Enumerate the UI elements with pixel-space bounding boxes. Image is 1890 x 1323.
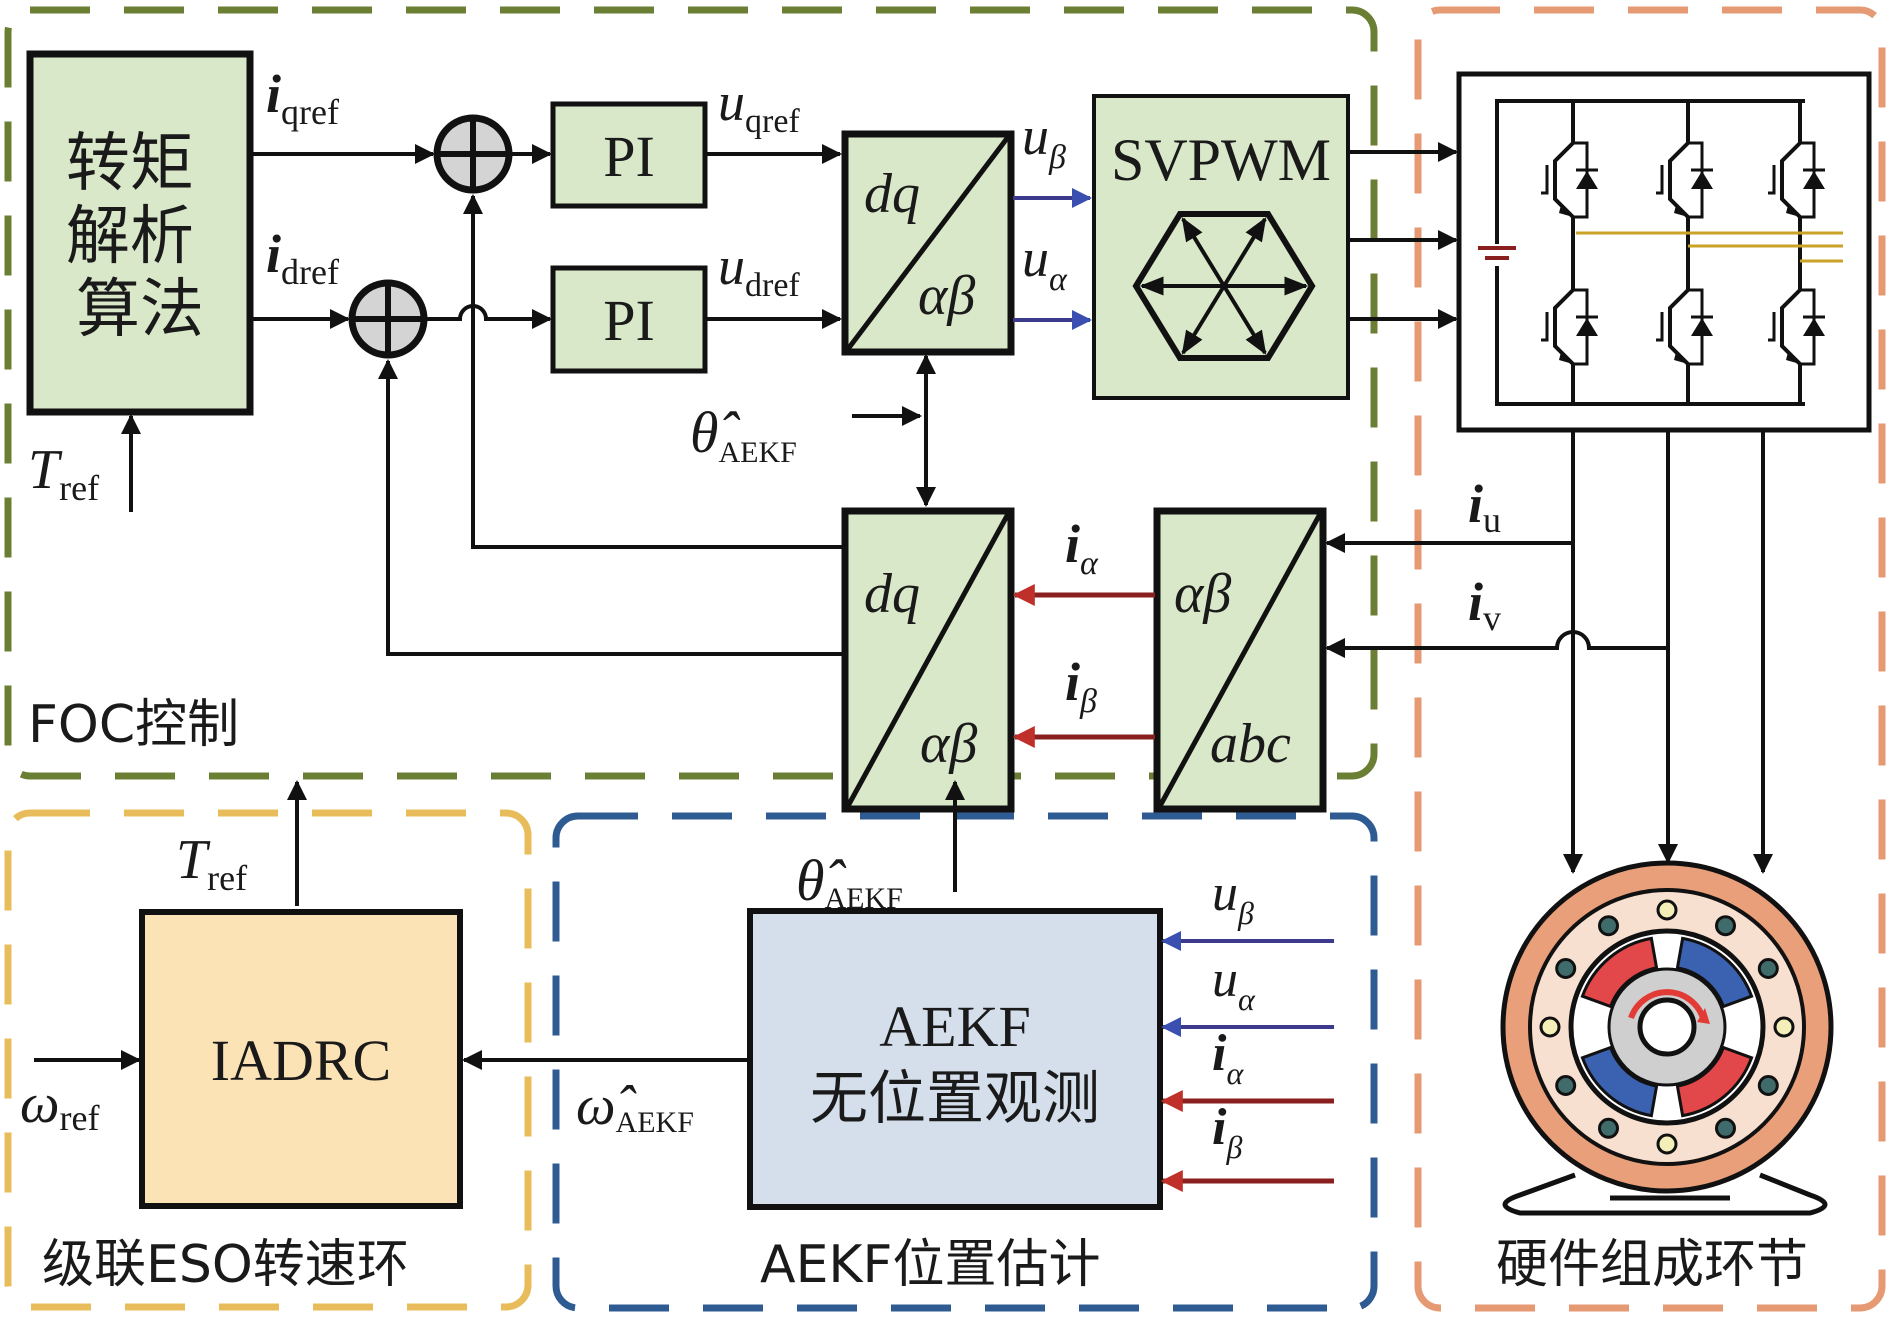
svg-text:PI: PI (603, 288, 655, 353)
svg-text:αβ: αβ (1174, 563, 1231, 625)
aekf-region-label: AEKF位置估计 (760, 1235, 1100, 1295)
speed-loop-region-border (4, 809, 532, 1311)
sum-junction-q-icon (433, 114, 513, 194)
iadrc-block[interactable]: IADRC (139, 909, 463, 1209)
svg-text:AEKF: AEKF (879, 994, 1030, 1059)
inverter-leg (1656, 101, 1713, 404)
aekf-i-beta-label: iβ (1212, 1099, 1242, 1165)
iq-feedback-wire (463, 194, 845, 549)
svg-text:IADRC: IADRC (211, 1028, 391, 1093)
theta-foc-label: θ̂AEKF (690, 400, 797, 469)
svg-text:dq: dq (864, 563, 920, 625)
iqref-label: iqref (266, 64, 339, 132)
sum-d-to-pi-wire (424, 304, 552, 329)
svg-text:abc: abc (1210, 713, 1291, 775)
hardware-region-label: 硬件组成环节 (1496, 1235, 1808, 1295)
torque-block-line-2: 解析 (66, 200, 194, 274)
stator-slot (1598, 1117, 1619, 1139)
aekf-region-border (552, 812, 1378, 1312)
park-block[interactable]: dq αβ (841, 507, 1015, 813)
aekf-u-beta-label: uβ (1212, 865, 1254, 931)
svg-text:PI: PI (603, 124, 655, 189)
stator-slot (1656, 899, 1678, 921)
id-feedback-wire (378, 359, 845, 656)
foc-region-label: FOC控制 (28, 695, 239, 755)
aekf-u-alpha-label: uα (1212, 951, 1256, 1017)
inverter-leg (1768, 101, 1825, 404)
igbt-switch-icon (1768, 288, 1825, 366)
pi-q-block[interactable]: PI (550, 101, 708, 209)
svg-text:αβ: αβ (920, 713, 977, 775)
udref-label: udref (718, 236, 800, 304)
hardware-region-border (1414, 6, 1886, 1312)
tref-speed-label: Tref (176, 829, 247, 898)
stator-slot (1656, 1133, 1678, 1155)
i-u-label: iu (1468, 474, 1501, 540)
svpwm-block[interactable]: SVPWM (1092, 94, 1350, 400)
foc-region-border (4, 6, 1378, 780)
u-beta-label: uβ (1022, 106, 1066, 176)
clarke-block[interactable]: αβ abc (1153, 507, 1327, 813)
torque-block-line-3: 算法 (76, 273, 204, 347)
igbt-switch-icon (1656, 288, 1713, 366)
igbt-inverter-icon (1456, 71, 1872, 433)
igbt-switch-icon (1541, 288, 1598, 366)
aekf-i-alpha-label: iα (1212, 1025, 1244, 1091)
idref-label: idref (266, 224, 339, 292)
rotor-pole (1580, 936, 1659, 1009)
torque-block-line-1: 转矩 (66, 127, 194, 201)
space-vector-hexagon-icon (1132, 211, 1316, 361)
svg-text:dq: dq (864, 163, 920, 225)
aekf-observer-block[interactable]: AEKF 无位置观测 (747, 908, 1163, 1210)
rotor-pole (1675, 1045, 1754, 1118)
torque-analysis-block[interactable]: 转矩 解析 算法 (26, 50, 254, 416)
stator-slot (1757, 1075, 1779, 1096)
stator-slot (1773, 1016, 1795, 1038)
stator-slot (1539, 1016, 1561, 1038)
stator-slot (1757, 958, 1779, 979)
speed-loop-region-label: 级联ESO转速环 (42, 1235, 409, 1295)
svg-text:αβ: αβ (918, 265, 975, 327)
rotor-pole (1580, 1045, 1659, 1118)
igbt-switch-icon (1541, 141, 1598, 219)
igbt-switch-icon (1768, 141, 1825, 219)
tref-foc-label: Tref (28, 439, 99, 508)
igbt-switch-icon (1656, 141, 1713, 219)
inverse-park-block[interactable]: dq αβ (841, 130, 1015, 356)
stator-slot (1555, 1075, 1577, 1096)
svg-text:无位置观测: 无位置观测 (810, 1064, 1100, 1132)
omega-ref-label: ωref (20, 1073, 100, 1138)
uqref-label: uqref (718, 72, 800, 140)
omega-hat-label: ω̂AEKF (576, 1075, 694, 1139)
svg-text:转矩 解析 算法: 转矩 解析 算法 (66, 127, 214, 347)
u-alpha-label: uα (1022, 228, 1068, 298)
rotor-pole (1675, 936, 1754, 1009)
inverter-leg (1541, 101, 1598, 404)
stator-slot (1598, 915, 1619, 937)
i-beta-label: iβ (1065, 652, 1097, 720)
i-v-label: iv (1468, 572, 1501, 638)
i-alpha-label: iα (1065, 514, 1099, 582)
theta-aekf-label: θ̂AEKF (796, 848, 903, 915)
svg-text:SVPWM: SVPWM (1111, 127, 1331, 193)
pmsm-motor-icon (1500, 860, 1834, 1216)
battery-icon (1478, 244, 1516, 266)
pi-d-block[interactable]: PI (550, 265, 708, 374)
sum-junction-d-icon (348, 279, 428, 359)
stator-slot (1555, 958, 1577, 979)
stator-slot (1715, 1117, 1736, 1139)
stator-slot (1715, 915, 1736, 937)
